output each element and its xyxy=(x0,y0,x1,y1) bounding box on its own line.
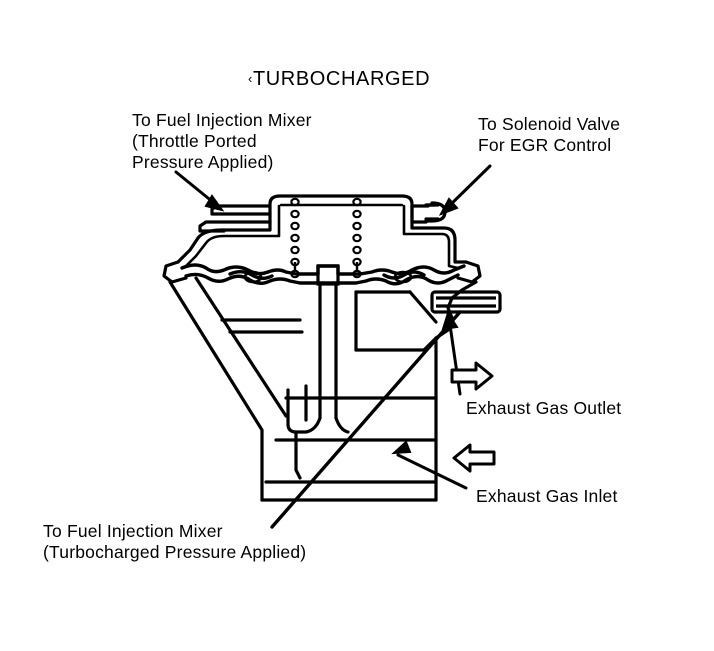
arrow-left-outline-icon xyxy=(452,443,496,473)
valve-stem xyxy=(294,282,350,480)
diaphragm xyxy=(180,263,466,286)
port-nipple-right xyxy=(410,201,447,224)
label-to-fuel-injection-mixer-throttle: To Fuel Injection Mixer (Throttle Ported… xyxy=(132,110,312,172)
spring-coil-section xyxy=(290,197,362,279)
leader-throttle-ported xyxy=(174,170,225,212)
diagram-title: ‹TURBOCHARGED xyxy=(248,68,430,90)
label-exhaust-gas-inlet: Exhaust Gas Inlet xyxy=(476,486,618,506)
arrow-right-outline-icon xyxy=(450,361,494,391)
port-nipple-left xyxy=(198,204,272,233)
valve-body-flange xyxy=(162,260,482,284)
side-tube-stub xyxy=(430,290,502,314)
title-text: TURBOCHARGED xyxy=(252,68,431,90)
label-to-fuel-injection-mixer-turbocharged: To Fuel Injection Mixer (Turbocharged Pr… xyxy=(43,521,307,562)
label-to-solenoid-valve-for-egr-control: To Solenoid Valve For EGR Control xyxy=(478,114,621,155)
title-tick-mark: ‹ xyxy=(248,71,253,86)
diaphragm-posts xyxy=(293,262,359,272)
body-ribs xyxy=(260,396,438,502)
label-exhaust-gas-outlet: Exhaust Gas Outlet xyxy=(466,398,622,418)
diaphragm-hub xyxy=(316,264,340,286)
leader-turbocharged xyxy=(270,310,462,529)
diaphragm-eyelets xyxy=(243,270,413,284)
leader-exhaust-inlet xyxy=(391,440,468,490)
leader-solenoid xyxy=(438,164,492,216)
valve-pintle xyxy=(286,384,308,434)
housing-inner-wall xyxy=(184,204,460,270)
